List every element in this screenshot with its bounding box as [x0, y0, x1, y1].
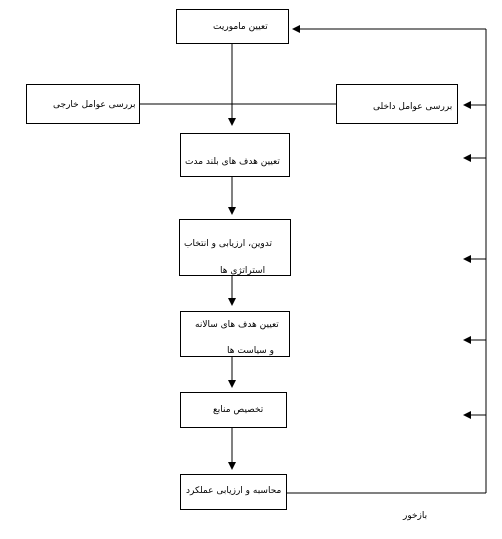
long-term-goals-box: تعیین هدف های بلند مدت	[180, 133, 290, 177]
resource-allocation-box: تخصیص منابع	[180, 392, 287, 428]
long-term-goals-label: تعیین هدف های بلند مدت	[185, 157, 280, 167]
annual-goals-box: تعیین هدف های سالانه و سیاست ها	[180, 311, 290, 357]
external-factors-box: بررسی عوامل خارجی	[26, 84, 140, 124]
performance-evaluation-box: محاسبه و ارزیابی عملکرد	[180, 474, 287, 510]
strategy-label-line1: تدوین، ارزیابی و انتخاب	[184, 239, 272, 249]
strategy-box: تدوین، ارزیابی و انتخاب استراتژی ها	[179, 219, 291, 276]
resource-allocation-label: تخصیص منابع	[213, 405, 264, 415]
strategy-label-line2: استراتژی ها	[220, 266, 266, 276]
mission-box: تعیین ماموریت	[176, 9, 289, 44]
feedback-label: بازخور	[403, 511, 428, 521]
annual-goals-label-line1: تعیین هدف های سالانه	[195, 320, 279, 330]
mission-label: تعیین ماموریت	[213, 22, 268, 32]
annual-goals-label-line2: و سیاست ها	[227, 346, 274, 356]
performance-evaluation-label: محاسبه و ارزیابی عملکرد	[186, 486, 282, 496]
internal-factors-box: بررسی عوامل داخلی	[336, 84, 458, 124]
external-factors-label: بررسی عوامل خارجی	[53, 100, 136, 110]
internal-factors-label: بررسی عوامل داخلی	[373, 102, 453, 112]
